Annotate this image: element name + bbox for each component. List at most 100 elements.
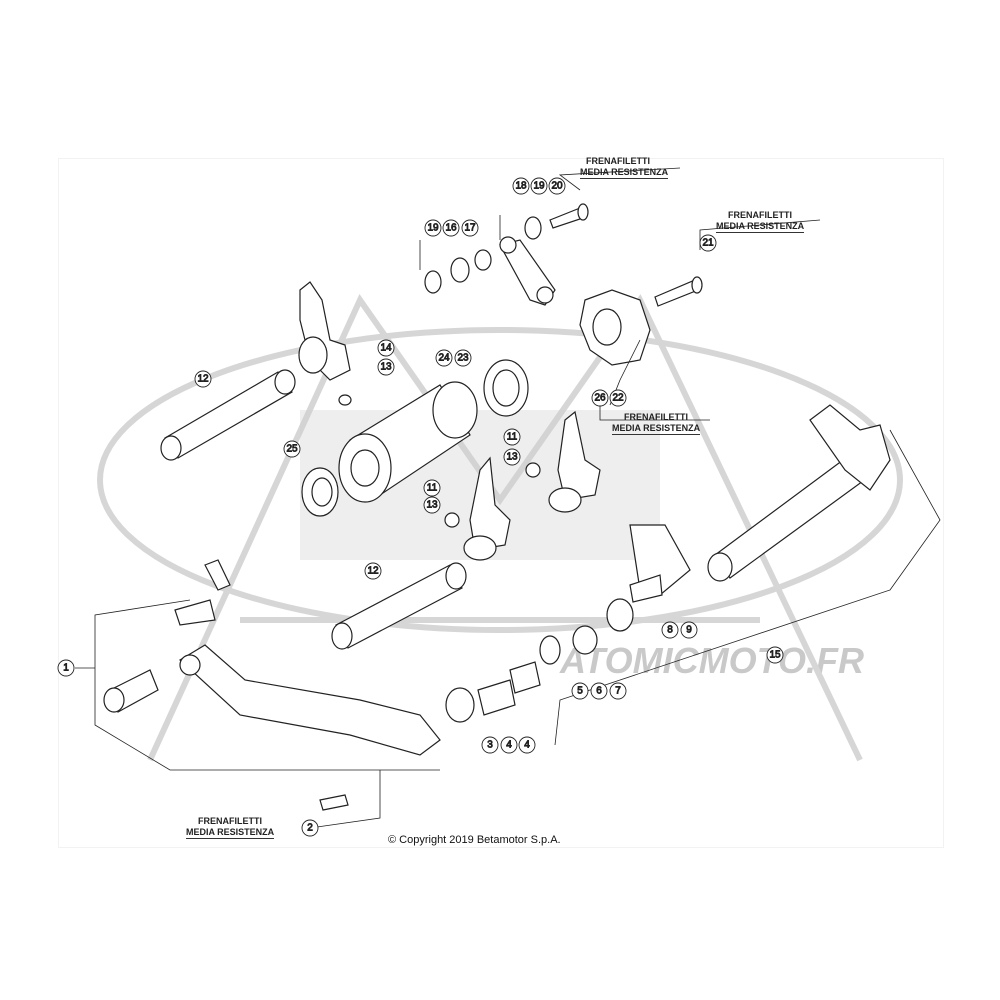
- svg-text:7: 7: [615, 686, 621, 697]
- svg-text:11: 11: [427, 483, 438, 494]
- roller-13-a: [525, 462, 541, 478]
- svg-text:13: 13: [380, 362, 392, 373]
- callout-12: 12: [364, 562, 382, 580]
- svg-text:19: 19: [427, 223, 439, 234]
- svg-text:26: 26: [594, 393, 606, 404]
- callout-3: 3: [481, 736, 499, 754]
- bush-7: [606, 598, 634, 632]
- callout-12: 12: [194, 370, 212, 388]
- svg-text:20: 20: [551, 181, 563, 192]
- svg-text:16: 16: [445, 223, 457, 234]
- callout-26: 26: [591, 389, 609, 407]
- svg-text:11: 11: [507, 432, 518, 443]
- svg-text:1: 1: [63, 663, 69, 674]
- svg-text:19: 19: [533, 181, 545, 192]
- bearing-25: [301, 467, 339, 517]
- svg-text:2: 2: [307, 823, 313, 834]
- callouts: 1 2 3 4 4 5 6 7 8 9 11 11 12 12 13 13 13…: [57, 177, 784, 837]
- callout-17: 17: [461, 219, 479, 237]
- callout-9: 9: [680, 621, 698, 639]
- spring-16: [450, 257, 470, 283]
- roller-13-b: [444, 512, 460, 528]
- shift-plate: [629, 524, 691, 596]
- callout-21: 21: [699, 234, 717, 252]
- shift-fork-11-b: [548, 410, 601, 513]
- bolt-2: [319, 794, 349, 811]
- washer-19-b: [524, 216, 542, 240]
- svg-text:4: 4: [524, 740, 530, 751]
- callout-4: 4: [500, 736, 518, 754]
- svg-text:21: 21: [702, 238, 714, 249]
- callout-20: 20: [548, 177, 566, 195]
- callout-18: 18: [512, 177, 530, 195]
- callout-23: 23: [454, 349, 472, 367]
- callout-11: 11: [423, 479, 441, 497]
- callout-13: 13: [423, 496, 441, 514]
- callout-13: 13: [503, 448, 521, 466]
- svg-text:25: 25: [286, 444, 298, 455]
- bush-4-b: [509, 661, 541, 694]
- note-threadlock-26: FRENAFILETTI MEDIA RESISTENZA: [612, 412, 701, 435]
- callout-6: 6: [590, 682, 608, 700]
- svg-text:3: 3: [487, 740, 493, 751]
- callout-25: 25: [283, 440, 301, 458]
- svg-text:8: 8: [667, 625, 673, 636]
- callout-15: 15: [766, 646, 784, 664]
- callout-16: 16: [442, 219, 460, 237]
- pivot-pin: [204, 559, 231, 591]
- shift-fork-11-a: [463, 456, 511, 561]
- bolt-21-head: [691, 276, 703, 294]
- svg-text:12: 12: [197, 374, 209, 385]
- callout-13: 13: [377, 358, 395, 376]
- note-threadlock-21: FRENAFILETTI MEDIA RESISTENZA: [716, 210, 805, 233]
- callout-14: 14: [377, 339, 395, 357]
- bush-17: [474, 249, 492, 271]
- svg-text:9: 9: [686, 625, 692, 636]
- bearing-23: [483, 359, 529, 417]
- callout-22: 22: [609, 389, 627, 407]
- svg-text:14: 14: [380, 343, 392, 354]
- svg-text:15: 15: [769, 650, 781, 661]
- svg-text:24: 24: [438, 353, 450, 364]
- svg-text:22: 22: [612, 393, 624, 404]
- spring-coil: [629, 574, 663, 603]
- callout-24: 24: [435, 349, 453, 367]
- svg-text:23: 23: [457, 353, 469, 364]
- shift-star-22: [579, 289, 651, 366]
- callout-7: 7: [609, 682, 627, 700]
- spring-6: [572, 625, 598, 655]
- callout-2: 2: [301, 819, 319, 837]
- seal-3: [445, 687, 475, 723]
- svg-text:18: 18: [515, 181, 527, 192]
- spring-lever: [174, 599, 216, 626]
- fork-rod-12-top: [160, 369, 296, 461]
- fork-rod-12-bottom: [331, 562, 467, 650]
- callout-1: 1: [57, 659, 75, 677]
- note-threadlock-2: FRENAFILETTI MEDIA RESISTENZA: [186, 816, 275, 839]
- callout-4: 4: [518, 736, 536, 754]
- callout-11: 11: [503, 428, 521, 446]
- shift-fork-14: [298, 281, 352, 406]
- svg-text:13: 13: [426, 500, 438, 511]
- svg-text:4: 4: [506, 740, 512, 751]
- svg-text:12: 12: [367, 566, 379, 577]
- shift-drum: [338, 381, 478, 503]
- svg-text:5: 5: [577, 686, 583, 697]
- callout-19: 19: [530, 177, 548, 195]
- callout-19: 19: [424, 219, 442, 237]
- callout-5: 5: [571, 682, 589, 700]
- callout-8: 8: [661, 621, 679, 639]
- copyright-text: © Copyright 2019 Betamotor S.p.A.: [388, 834, 561, 846]
- svg-text:17: 17: [464, 223, 476, 234]
- svg-text:6: 6: [596, 686, 602, 697]
- gear-shift-lever: [179, 644, 441, 756]
- washer-5: [539, 635, 561, 665]
- svg-text:13: 13: [506, 452, 518, 463]
- washer-19-a: [424, 270, 442, 294]
- bush-4-a: [477, 679, 516, 716]
- shift-shaft-15: [707, 404, 891, 582]
- leader-lines: [75, 167, 941, 829]
- bolt-20-head: [577, 203, 589, 221]
